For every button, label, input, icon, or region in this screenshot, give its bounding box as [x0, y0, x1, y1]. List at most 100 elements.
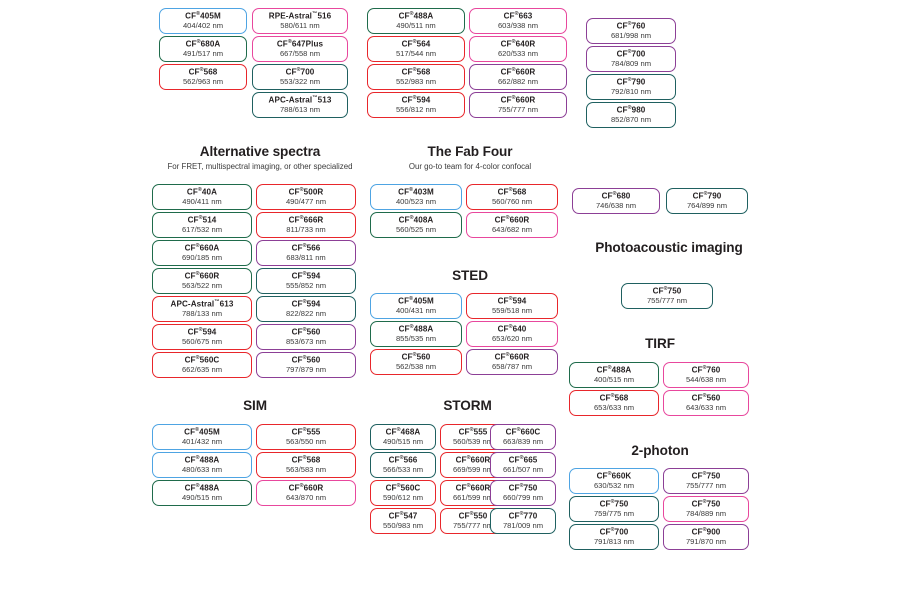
dye-name: CF®640R — [500, 38, 536, 49]
dye-name: CF®514 — [187, 214, 217, 225]
trademark-mark: ® — [627, 20, 632, 27]
trademark-mark: ® — [195, 354, 200, 361]
dye-wavelengths: 781/009 nm — [502, 521, 544, 531]
trademark-mark: ® — [412, 66, 417, 73]
trademark-mark: ® — [508, 295, 513, 302]
dye-name: CF®405M — [185, 10, 221, 21]
trademark-mark: ® — [702, 498, 707, 505]
trademark-mark: ® — [627, 104, 632, 111]
section-heading-alternative-spectra: Alternative spectra — [199, 144, 321, 159]
dye-name: CF®488A — [398, 323, 434, 334]
trademark-mark: ® — [195, 270, 200, 277]
dye-wavelengths: 683/811 nm — [286, 253, 326, 263]
dye-wavelengths: 662/635 nm — [181, 365, 223, 375]
trademark-mark: ® — [519, 454, 524, 461]
dye-wavelengths: 490/411 nm — [182, 197, 222, 207]
trademark-mark: ™ — [312, 10, 318, 17]
trademark-mark: ® — [409, 10, 414, 17]
dye-name: CF®660R — [494, 214, 530, 225]
dye-name: CF®560 — [401, 351, 431, 362]
dye-name: CF®666R — [288, 214, 324, 225]
dye-name: CF®560C — [184, 354, 220, 365]
dye-name: CF®680A — [185, 38, 221, 49]
trademark-mark: ® — [302, 454, 307, 461]
trademark-mark: ® — [399, 454, 404, 461]
dye-wavelengths: 490/477 nm — [285, 197, 327, 207]
dye-name: CF®980 — [616, 104, 646, 115]
dye-wavelengths: 653/633 nm — [593, 403, 635, 413]
dye-name: CF®660R — [494, 351, 530, 362]
